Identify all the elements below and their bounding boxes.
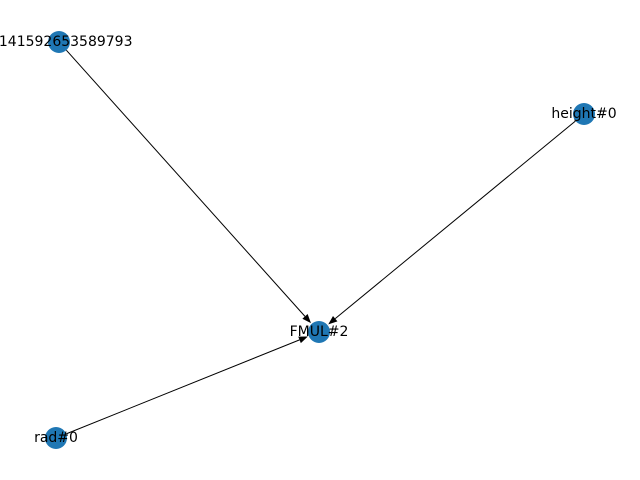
node-height[interactable] xyxy=(573,103,595,125)
nodes-layer xyxy=(45,31,595,449)
edge-rad-to-fmul xyxy=(66,339,300,435)
node-rad[interactable] xyxy=(45,427,67,449)
node-label-fmul: FMUL#2 xyxy=(290,324,349,340)
edge-height-to-fmul xyxy=(334,120,576,320)
arrowhead-pi-to-fmul xyxy=(302,314,311,324)
node-pi[interactable] xyxy=(48,31,70,53)
arrowhead-height-to-fmul xyxy=(328,315,338,325)
node-label-pi: 3.141592653589793 xyxy=(0,34,132,50)
arrowhead-rad-to-fmul xyxy=(298,336,308,344)
edge-pi-to-fmul xyxy=(65,49,306,317)
node-label-rad: rad#0 xyxy=(34,430,78,446)
edges-layer xyxy=(65,49,576,435)
node-fmul[interactable] xyxy=(308,321,330,343)
node-label-height: height#0 xyxy=(551,106,616,122)
